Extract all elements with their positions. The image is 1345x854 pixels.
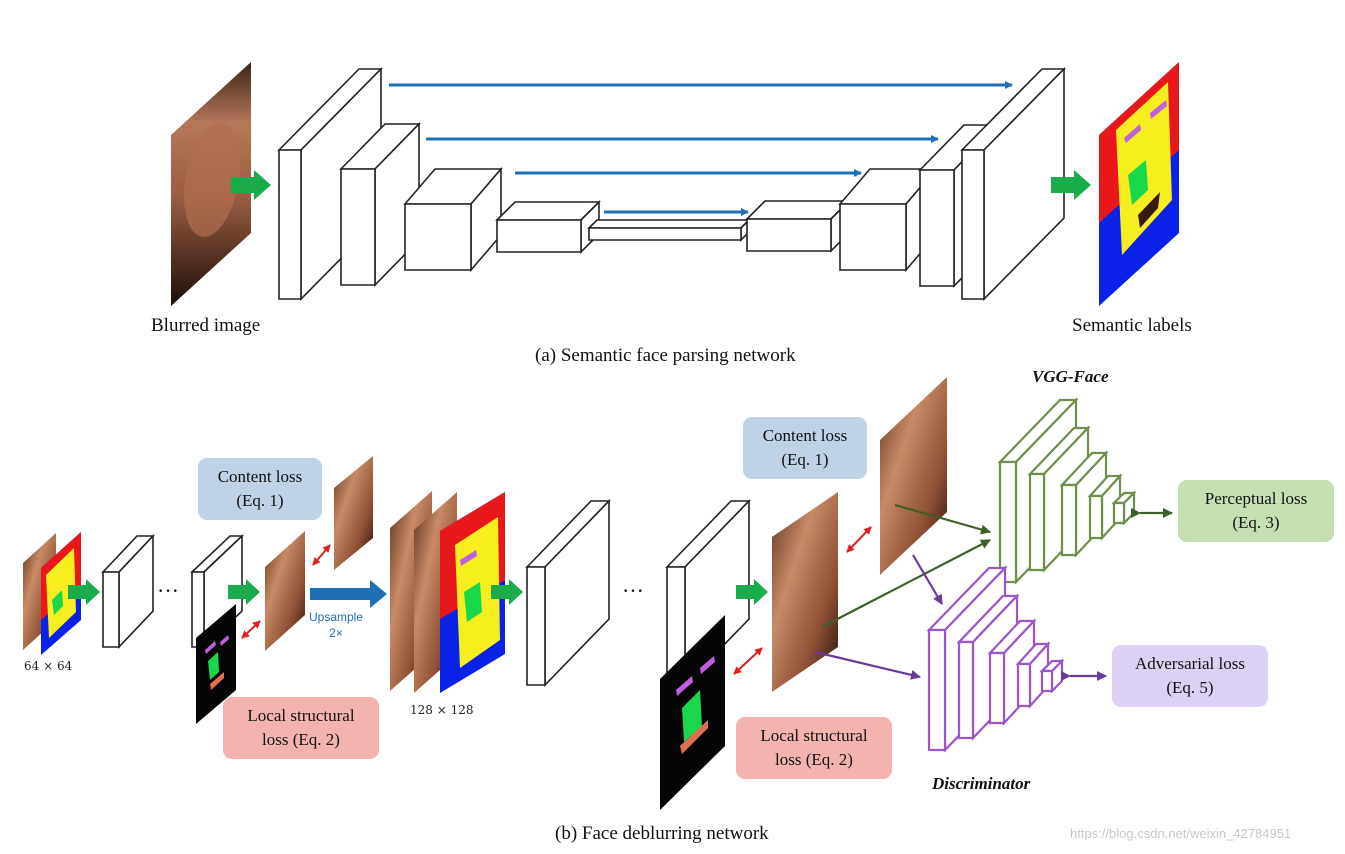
conv-block <box>101 533 155 650</box>
adversarial-loss-box: Adversarial loss (Eq. 5) <box>1112 645 1268 707</box>
box-line: (Eq. 1) <box>781 450 829 469</box>
sharp-face-mask-64 <box>196 604 236 724</box>
upsample-arrow <box>310 580 387 608</box>
deblurred-output-128 <box>772 492 838 692</box>
box-line: loss (Eq. 2) <box>262 730 340 749</box>
decoder-block-face <box>746 218 832 252</box>
deblur-input-stack <box>23 532 81 655</box>
size-128: 128 × 128 <box>410 703 474 717</box>
intermediate-output-64 <box>265 531 305 651</box>
vgg-layer-face <box>1088 494 1104 540</box>
parsing-network-blocks <box>277 67 1066 301</box>
content-loss-box-2: Content loss (Eq. 1) <box>743 417 867 479</box>
ellipsis-1: ··· <box>157 578 179 603</box>
upsample-factor: 2× <box>329 626 343 640</box>
disc-layer-face <box>927 628 947 752</box>
encoder-block <box>339 122 421 287</box>
bottleneck-block-face <box>587 219 751 229</box>
disc-layer-face <box>988 651 1006 725</box>
box-line: Perceptual loss <box>1204 489 1308 508</box>
skip-connections <box>389 81 1013 216</box>
size-64: 64 × 64 <box>24 659 73 673</box>
box-line: Local structural <box>760 726 868 745</box>
decoder-block-face <box>839 203 907 271</box>
red-compare-arrows <box>241 526 872 675</box>
box-line: Adversarial loss <box>1134 654 1245 673</box>
vgg-label: VGG-Face <box>1032 367 1109 386</box>
vgg-layer-face <box>1028 472 1046 572</box>
encoder-block <box>495 200 601 254</box>
encoder-block-face <box>340 168 376 286</box>
flow-arrow-b2 <box>228 579 260 605</box>
flow-arrow-b3 <box>491 579 523 605</box>
decoder-block-face <box>919 169 955 287</box>
decoder-block <box>960 67 1066 301</box>
compare-arrow <box>241 620 261 639</box>
local-loss-box-1: Local structural loss (Eq. 2) <box>223 697 379 759</box>
content-loss-box-1: Content loss (Eq. 1) <box>198 458 322 520</box>
encoder-block-face <box>404 203 472 271</box>
disc-layer-face <box>957 640 975 740</box>
connector <box>821 539 991 628</box>
box-line: (Eq. 5) <box>1166 678 1214 697</box>
disc-layer <box>987 618 1037 726</box>
upsample-text: Upsample <box>308 610 364 624</box>
disc-layer-face <box>1016 662 1032 708</box>
box-line: (Eq. 1) <box>236 491 284 510</box>
encoder-block <box>403 166 503 273</box>
box-line: Content loss <box>762 426 848 445</box>
input-label: Blurred image <box>151 315 261 336</box>
conv-block <box>525 499 611 687</box>
conv-block-face <box>102 571 120 648</box>
discriminator-network <box>926 565 1065 753</box>
ground-truth-128 <box>880 377 947 575</box>
disc-layer-face <box>1040 669 1054 693</box>
connector <box>912 554 943 605</box>
output-label: Semantic labels <box>1072 315 1192 336</box>
local-loss-box-2: Local structural loss (Eq. 2) <box>736 717 892 779</box>
caption-a: (a) Semantic face parsing network <box>535 345 796 366</box>
compare-arrow <box>733 647 763 675</box>
disc-connectors <box>814 554 1107 681</box>
encoder-block-face <box>496 219 582 253</box>
decoder-block <box>745 199 851 253</box>
vgg-layer-face <box>998 460 1018 584</box>
discriminator-label: Discriminator <box>932 774 1031 793</box>
encoder-block-face <box>278 149 302 300</box>
blurred-input-image <box>171 62 251 306</box>
ground-truth-64 <box>334 456 373 570</box>
decoder-block-face <box>961 149 985 300</box>
watermark: https://blog.csdn.net/weixin_42784951 <box>1070 826 1292 841</box>
caption-b: (b) Face deblurring network <box>555 823 769 844</box>
semantic-label-map <box>1099 62 1179 306</box>
sharp-face-mask-128 <box>660 615 725 810</box>
disc-layer <box>1039 658 1065 694</box>
box-line: Local structural <box>247 706 355 725</box>
ellipsis-2: ··· <box>622 578 644 603</box>
vgg-connectors <box>821 503 1173 628</box>
connector <box>894 503 991 535</box>
bottleneck-block-face <box>588 227 742 241</box>
vgg-face-network <box>997 397 1137 585</box>
upsample-label: Upsample 2× <box>308 609 364 641</box>
connector <box>814 650 921 680</box>
conv-block-face <box>526 566 546 686</box>
vgg-layer-face <box>1112 501 1126 525</box>
vgg-layer-face <box>1060 483 1078 557</box>
compare-arrow <box>846 526 872 553</box>
box-line: loss (Eq. 2) <box>775 750 853 769</box>
flow-arrow-b1 <box>68 579 100 605</box>
box-line: (Eq. 3) <box>1232 513 1280 532</box>
compare-arrow <box>312 544 331 566</box>
flow-arrow-a-out <box>1051 170 1091 200</box>
deblur-mid-stack <box>390 491 505 693</box>
bottleneck-block <box>587 218 751 242</box>
flow-arrow-a-in <box>231 170 271 200</box>
flow-arrow-b4 <box>736 579 768 605</box>
box-line: Content loss <box>217 467 303 486</box>
perceptual-loss-box: Perceptual loss (Eq. 3) <box>1178 480 1334 542</box>
